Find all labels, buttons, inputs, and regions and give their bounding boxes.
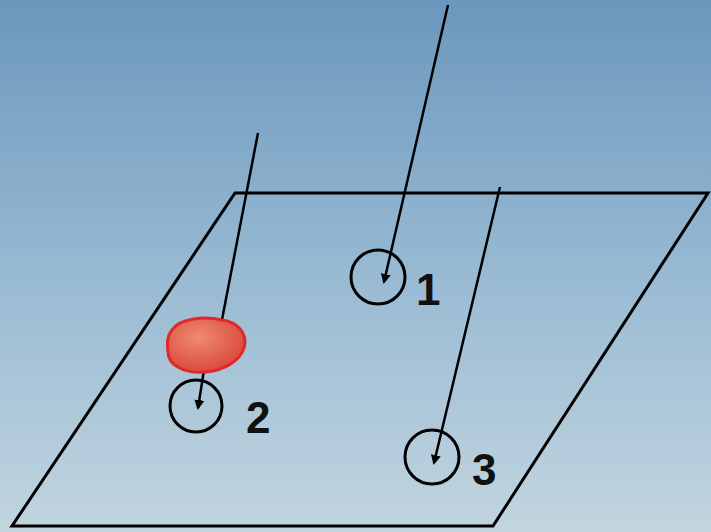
ray-arrow xyxy=(384,5,448,282)
obstacle-blob xyxy=(167,318,244,372)
callout-number: 2 xyxy=(246,396,270,440)
target-circle xyxy=(170,380,222,432)
target-circle xyxy=(351,250,405,304)
plane-outline xyxy=(12,193,708,526)
callout-number: 3 xyxy=(472,448,496,492)
ray-arrow xyxy=(198,370,204,408)
callout-number: 1 xyxy=(416,268,440,312)
ray-arrow xyxy=(220,133,258,330)
ray-arrow xyxy=(434,187,500,463)
target-circle xyxy=(405,430,459,484)
